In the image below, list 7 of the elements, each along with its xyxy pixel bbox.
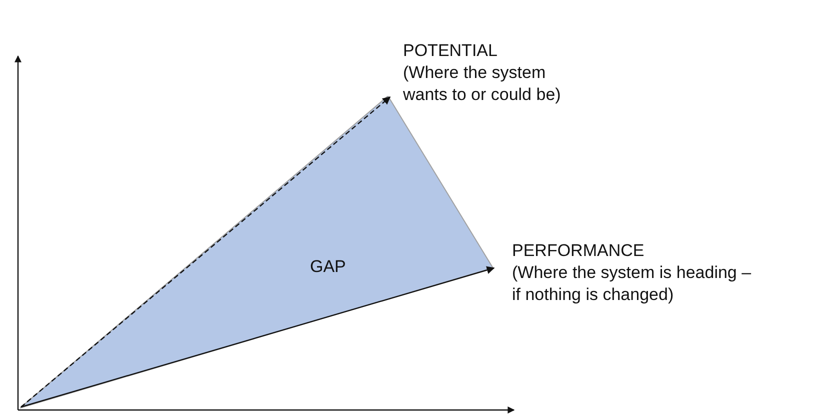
arrow bbox=[20, 266, 495, 408]
area-label: GAP bbox=[310, 256, 346, 278]
description-text: (Where the system is heading – if nothing is changed) bbox=[512, 262, 752, 306]
heading-text: PERFORMANCE bbox=[512, 240, 646, 262]
description-text: (Where the system wants to or could be) bbox=[403, 62, 562, 106]
heading-text: POTENTIAL bbox=[403, 40, 498, 62]
arrow bbox=[20, 96, 391, 408]
